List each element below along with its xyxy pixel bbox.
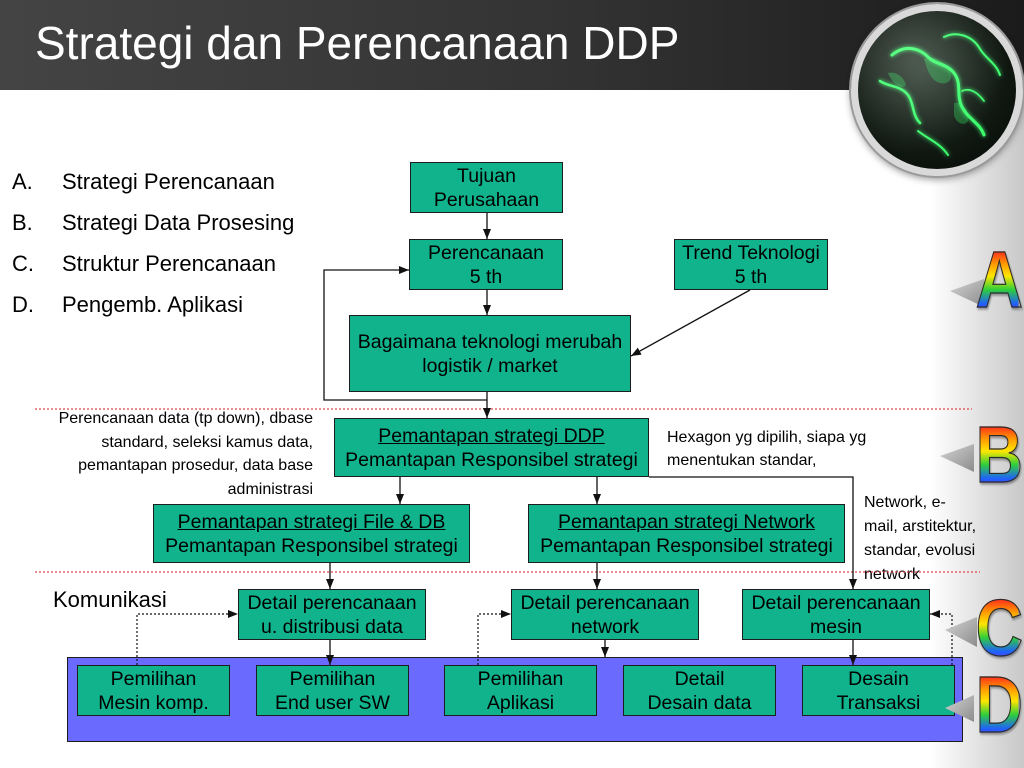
box-perencanaan-5th: Perencanaan 5 th	[409, 239, 563, 290]
box-line: u. distribusi data	[261, 615, 403, 638]
box-line: Pemilihan	[477, 667, 564, 690]
agenda-label: Struktur Perencanaan	[62, 251, 277, 276]
box-detail-mesin: Detail perencanaan mesin	[742, 589, 930, 640]
box-line: Mesin komp.	[98, 691, 209, 714]
box-line: 5 th	[734, 265, 768, 288]
note-line: Perencanaan data (tp down), dbase	[58, 410, 313, 427]
box-line: Detail	[674, 667, 725, 690]
note-line: standard, seleksi kamus data,	[101, 433, 313, 451]
box-teknologi-logistik: Bagaimana teknologi merubah logistik / m…	[349, 315, 631, 392]
note-line: Network, e-	[864, 494, 946, 511]
box-line: Desain	[848, 667, 909, 690]
box-line: Transaksi	[836, 691, 921, 714]
box-title: Pemantapan strategi DDP	[378, 424, 605, 447]
agenda-item-a: A. Strategi Perencanaan	[0, 161, 330, 202]
box-line: Perencanaan	[427, 241, 544, 264]
box-detail-distribusi: Detail perencanaan u. distribusi data	[238, 589, 426, 640]
box-subtitle: Pemantapan Responsibel strategi	[345, 448, 638, 471]
box-pemilihan-end-user: Pemilihan End user SW	[256, 665, 409, 716]
box-line: network	[570, 615, 640, 638]
note-hexagon: Hexagon yg dipilih, siapa yg menentukan …	[667, 426, 866, 472]
note-line: standar, evolusi	[864, 542, 976, 559]
komunikasi-label: Komunikasi	[53, 587, 167, 612]
box-strategi-file-db: Pemantapan strategi File & DB Pemantapan…	[153, 504, 470, 563]
agenda-label: Pengemb. Aplikasi	[62, 292, 243, 317]
box-line: Detail perencanaan	[520, 591, 690, 614]
box-line: Pemilihan	[289, 667, 376, 690]
agenda-marker: B.	[12, 210, 33, 235]
box-line: Bagaimana teknologi merubah	[357, 330, 623, 353]
box-line: 5 th	[469, 265, 503, 288]
slide-title: Strategi dan Perencanaan DDP	[35, 17, 680, 69]
box-subtitle: Pemantapan Responsibel strategi	[540, 534, 833, 557]
box-line: Pemilihan	[110, 667, 197, 690]
box-title: Pemantapan strategi File & DB	[177, 510, 446, 533]
box-tujuan-perusahaan: Tujuan Perusahaan	[410, 162, 563, 213]
agenda-item-d: D. Pengemb. Aplikasi	[0, 284, 330, 325]
box-subtitle: Pemantapan Responsibel strategi	[165, 534, 458, 557]
box-pemilihan-mesin: Pemilihan Mesin komp.	[77, 665, 230, 716]
section-letter-b: B	[975, 410, 1024, 499]
note-network: Network, e- mail, arstitektur, standar, …	[864, 491, 976, 587]
globe-image	[851, 4, 1023, 176]
box-line: Trend Teknologi	[682, 241, 820, 264]
box-line: Detail perencanaan	[247, 591, 417, 614]
note-line: pemantapan prosedur, data base	[78, 457, 313, 474]
agenda-list: A. Strategi Perencanaan B. Strategi Data…	[0, 161, 330, 325]
implementation-group: Pemilihan Mesin komp. Pemilihan End user…	[67, 657, 963, 742]
box-line: Detail perencanaan	[751, 591, 921, 614]
note-line: administrasi	[227, 480, 313, 498]
box-line: End user SW	[275, 691, 390, 714]
globe-shine	[858, 11, 1016, 169]
note-line: network	[864, 566, 921, 583]
box-line: Aplikasi	[486, 691, 555, 714]
note-line: Hexagon yg dipilih, siapa yg	[667, 429, 867, 446]
box-strategi-ddp: Pemantapan strategi DDP Pemantapan Respo…	[334, 418, 649, 477]
agenda-item-c: C. Struktur Perencanaan	[0, 243, 330, 284]
note-data-planning: Perencanaan data (tp down), dbase standa…	[20, 407, 313, 501]
box-title: Pemantapan strategi Network	[558, 510, 815, 533]
agenda-label: Strategi Data Prosesing	[62, 210, 295, 235]
box-desain-transaksi: Desain Transaksi	[802, 665, 955, 716]
agenda-label: Strategi Perencanaan	[62, 169, 275, 194]
globe-graphic	[858, 11, 1016, 169]
note-line: mail, arstitektur,	[864, 518, 977, 535]
box-line: Desain data	[647, 691, 752, 714]
agenda-item-b: B. Strategi Data Prosesing	[0, 202, 330, 243]
section-letter-a: A	[975, 235, 1024, 324]
box-pemilihan-aplikasi: Pemilihan Aplikasi	[444, 665, 597, 716]
arrow-trend-to-teknologi	[630, 289, 751, 357]
box-line: Perusahaan	[433, 188, 540, 211]
box-detail-desain-data: Detail Desain data	[623, 665, 776, 716]
agenda-marker: A.	[12, 169, 33, 194]
box-trend-teknologi: Trend Teknologi 5 th	[674, 239, 828, 290]
section-letter-d: D	[975, 660, 1024, 749]
box-strategi-network: Pemantapan strategi Network Pemantapan R…	[528, 504, 845, 563]
box-line: mesin	[809, 615, 863, 638]
box-line: Tujuan	[457, 164, 516, 187]
box-detail-network: Detail perencanaan network	[511, 589, 699, 640]
note-line: menentukan standar,	[667, 452, 817, 469]
section-letter-c: C	[975, 583, 1024, 672]
agenda-marker: C.	[12, 251, 34, 276]
agenda-marker: D.	[12, 292, 34, 317]
box-line: logistik / market	[422, 354, 558, 377]
